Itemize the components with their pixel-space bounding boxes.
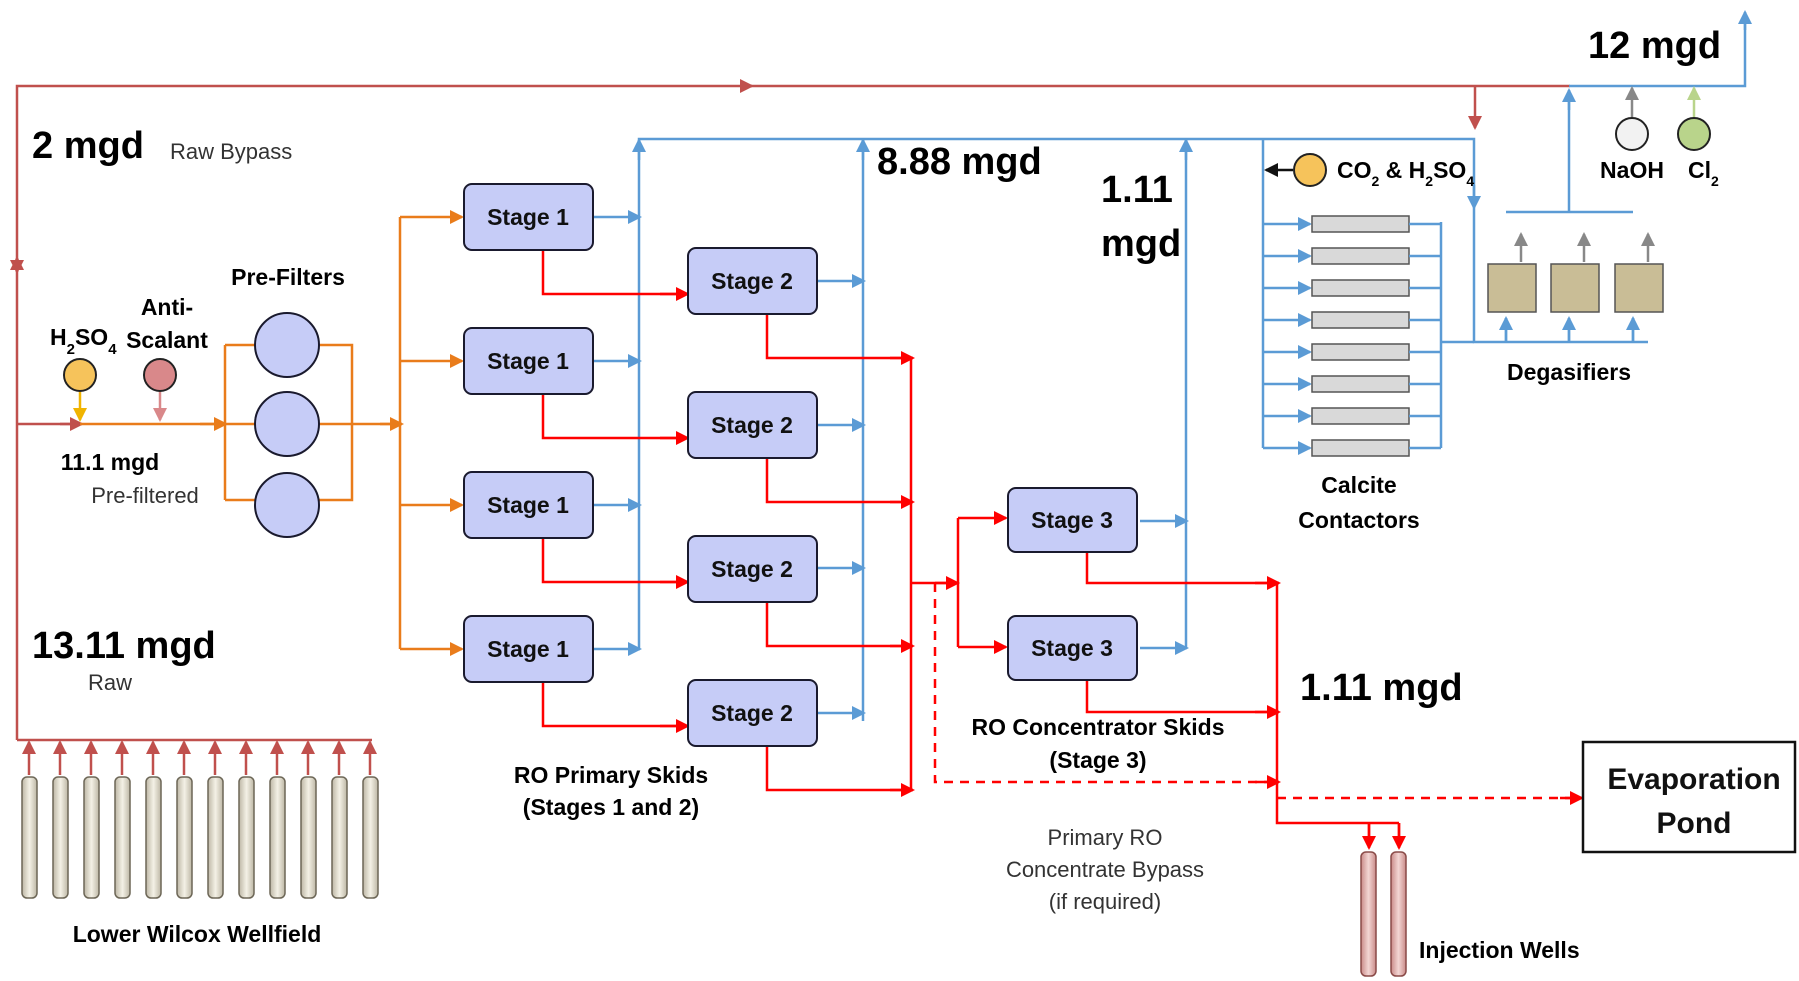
calcite-contactors (1263, 215, 1441, 457)
raw-flow: 13.11 mgd (32, 625, 216, 667)
well (21, 776, 38, 899)
primary-permeate-flow: 8.88 mgd (877, 141, 1042, 183)
well (331, 776, 348, 899)
ro-concentrator-label-line2: (Stage 3) (1049, 747, 1146, 773)
well (362, 776, 379, 899)
injection-wells (1360, 851, 1407, 977)
wellfield-wells (21, 740, 379, 899)
well (83, 776, 100, 899)
well (145, 776, 162, 899)
stage1-label: Stage 1 (487, 492, 569, 518)
cl2-dose (1677, 86, 1711, 151)
stage3-skid: Stage 3 (1007, 615, 1138, 681)
raw-bypass-flow: 2 mgd (32, 125, 144, 167)
ro-concentrator-label-line1: RO Concentrator Skids (971, 714, 1224, 740)
evaporation-pond: Evaporation Pond (1581, 740, 1797, 854)
well (52, 776, 69, 899)
stage2-skid: Stage 2 (687, 535, 818, 603)
calcite-contactor (1311, 407, 1410, 425)
ro-primary-label-line1: RO Primary Skids (514, 762, 708, 788)
well (207, 776, 224, 899)
co2-h2so4-label: CO2 & H2SO4 (1337, 157, 1474, 189)
cl2-dot (1677, 117, 1711, 151)
co2-h2so4-dose (1264, 153, 1327, 187)
calcite-contactor (1311, 311, 1410, 329)
well (238, 776, 255, 899)
bypass-label-line3: (if required) (1049, 889, 1161, 914)
degasifiers-label: Degasifiers (1507, 359, 1631, 385)
stage2-label: Stage 2 (711, 556, 793, 582)
stage3-permeate-flow-line2: mgd (1101, 223, 1181, 265)
prefiltered-label: Pre-filtered (91, 483, 199, 508)
concentrate-flow: 1.11 mgd (1300, 667, 1463, 709)
naoh-dose (1615, 86, 1649, 151)
raw-bypass-label: Raw Bypass (170, 139, 292, 164)
injection-wells-label: Injection Wells (1419, 937, 1580, 963)
antiscalant-dot (143, 358, 177, 392)
stage1-label: Stage 1 (487, 204, 569, 230)
concentrate-lines (541, 250, 1584, 850)
stage2-label: Stage 2 (711, 700, 793, 726)
stage3-label: Stage 3 (1031, 507, 1113, 533)
h2so4-dose (63, 358, 97, 422)
stage2-skid: Stage 2 (687, 679, 818, 747)
bypass-label-line2: Concentrate Bypass (1006, 857, 1204, 882)
co2-h2so4-dot (1293, 153, 1327, 187)
calcite-label-line2: Contactors (1298, 507, 1419, 533)
calcite-contactor (1311, 215, 1410, 233)
wellfield-label: Lower Wilcox Wellfield (73, 921, 322, 947)
stage1-label: Stage 1 (487, 348, 569, 374)
antiscalant-dose (143, 358, 177, 422)
antiscalant-label-line2: Scalant (126, 327, 208, 353)
feed-lines (80, 210, 464, 656)
stage2-label: Stage 2 (711, 412, 793, 438)
calcite-label-line1: Calcite (1321, 472, 1396, 498)
well (176, 776, 193, 899)
evap-label-line2: Pond (1657, 807, 1732, 840)
naoh-label: NaOH (1600, 157, 1664, 183)
well (269, 776, 286, 899)
stage1-skid: Stage 1 (463, 327, 594, 395)
calcite-contactor (1311, 247, 1410, 265)
product-flow-label: 12 mgd (1588, 25, 1721, 67)
degasifier-units (1487, 232, 1664, 313)
antiscalant-label-line1: Anti- (141, 294, 193, 320)
stage1-label: Stage 1 (487, 636, 569, 662)
prefilters-label: Pre-Filters (231, 264, 345, 290)
stage3-label: Stage 3 (1031, 635, 1113, 661)
calcite-contactor (1311, 375, 1410, 393)
calcite-contactor (1311, 439, 1410, 457)
ro-primary-label-line2: (Stages 1 and 2) (523, 794, 699, 820)
prefiltered-flow: 11.1 mgd (61, 449, 159, 475)
stage2-label: Stage 2 (711, 268, 793, 294)
calcite-contactor (1311, 279, 1410, 297)
stage3-permeate-flow-line1: 1.11 (1101, 169, 1173, 211)
permeate-lines (593, 10, 1752, 721)
prefilter-vessels (254, 312, 320, 538)
well (300, 776, 317, 899)
stage1-skid: Stage 1 (463, 615, 594, 683)
well (114, 776, 131, 899)
naoh-dot (1615, 117, 1649, 151)
evap-label-line1: Evaporation (1607, 763, 1780, 796)
stage1-skid: Stage 1 (463, 471, 594, 539)
stage1-skid: Stage 1 (463, 183, 594, 251)
calcite-contactor (1311, 343, 1410, 361)
raw-label: Raw (88, 670, 132, 695)
cl2-label: Cl2 (1688, 157, 1719, 189)
h2so4-dot (63, 358, 97, 392)
h2so4-label: H2SO4 (50, 324, 117, 358)
stage2-skid: Stage 2 (687, 247, 818, 315)
stage2-skid: Stage 2 (687, 391, 818, 459)
bypass-label-line1: Primary RO (1048, 825, 1163, 850)
stage3-skid: Stage 3 (1007, 487, 1138, 553)
